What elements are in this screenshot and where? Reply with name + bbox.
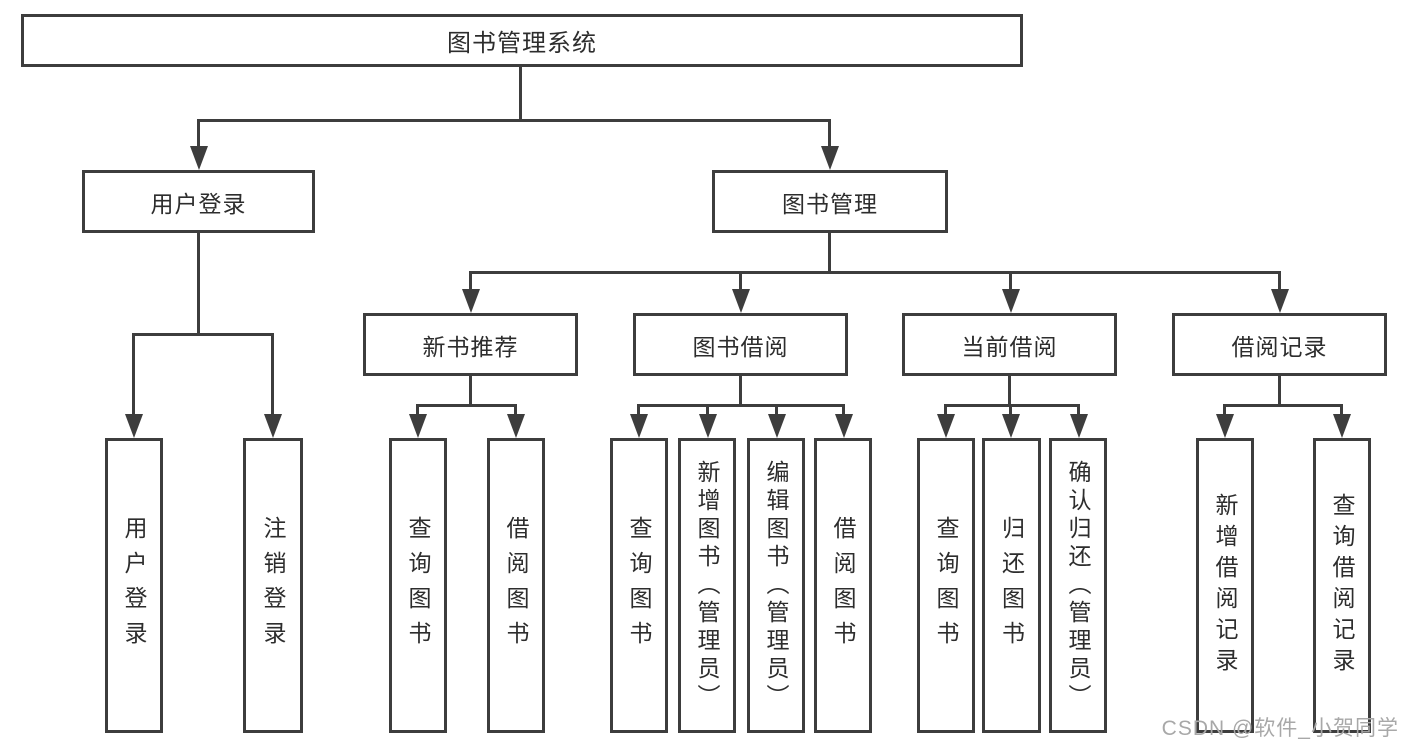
arrow-down-icon	[190, 146, 208, 170]
connector-stem	[637, 404, 640, 416]
arrow-down-icon	[768, 414, 786, 438]
watermark: CSDN @软件_小贺同学	[1161, 717, 1399, 740]
connector-root-stem	[519, 67, 522, 121]
connector-stem	[828, 119, 831, 147]
leaf-logout: 注销登录	[243, 438, 303, 733]
arrow-down-icon	[409, 414, 427, 438]
connector-stem	[842, 404, 845, 416]
connector-stem	[739, 271, 742, 289]
arrow-down-icon	[835, 414, 853, 438]
connector-stem	[1278, 271, 1281, 289]
connector-stem	[775, 404, 778, 416]
connector-stem	[1340, 404, 1343, 416]
leaf-query-borrow-record: 查询借阅记录	[1313, 438, 1371, 733]
leaf-query-books: 查询图书	[610, 438, 668, 733]
leaf-borrow-books: 借阅图书	[814, 438, 872, 733]
leaf-add-borrow-record: 新增借阅记录	[1196, 438, 1254, 733]
arrow-down-icon	[507, 414, 525, 438]
node-book-management: 图书管理	[712, 170, 948, 233]
arrow-down-icon	[821, 146, 839, 170]
arrow-down-icon	[1333, 414, 1351, 438]
connector-splitter	[1223, 404, 1343, 407]
connector-stem	[1009, 404, 1012, 416]
leaf-add-books-admin: 新增图书（管理员）	[678, 438, 736, 733]
node-library-management-system: 图书管理系统	[21, 14, 1023, 67]
arrow-down-icon	[699, 414, 717, 438]
connector-stem	[944, 404, 947, 416]
connector-stem	[1278, 376, 1281, 407]
connector-stem	[739, 376, 742, 407]
connector-stem	[1223, 404, 1226, 416]
connector-user-login-stem	[197, 233, 200, 336]
arrow-down-icon	[1216, 414, 1234, 438]
arrow-down-icon	[264, 414, 282, 438]
node-current-borrow: 当前借阅	[902, 313, 1117, 376]
connector-splitter	[944, 404, 1080, 407]
connector-stem	[469, 376, 472, 407]
arrow-down-icon	[1271, 289, 1289, 313]
connector-stem	[469, 271, 472, 289]
leaf-query-books: 查询图书	[917, 438, 975, 733]
leaf-borrow-books: 借阅图书	[487, 438, 545, 733]
node-user-login: 用户登录	[82, 170, 315, 233]
connector-stem	[132, 333, 135, 414]
leaf-return-books: 归还图书	[982, 438, 1041, 733]
connector-splitter	[416, 404, 517, 407]
arrow-down-icon	[1002, 414, 1020, 438]
connector-user-login-splitter	[132, 333, 274, 336]
connector-splitter	[637, 404, 845, 407]
leaf-user-login: 用户登录	[105, 438, 163, 733]
connector-stem	[197, 119, 200, 147]
connector-root-splitter	[197, 119, 831, 122]
arrow-down-icon	[1002, 289, 1020, 313]
connector-stem	[271, 333, 274, 414]
arrow-down-icon	[732, 289, 750, 313]
connector-stem	[706, 404, 709, 416]
arrow-down-icon	[125, 414, 143, 438]
node-borrow-records: 借阅记录	[1172, 313, 1387, 376]
leaf-query-books: 查询图书	[389, 438, 447, 733]
connector-stem	[1008, 376, 1011, 407]
arrow-down-icon	[630, 414, 648, 438]
arrow-down-icon	[937, 414, 955, 438]
connector-stem	[416, 404, 419, 416]
leaf-edit-books-admin: 编辑图书（管理员）	[747, 438, 805, 733]
connector-stem	[514, 404, 517, 416]
leaf-confirm-return-admin: 确认归还（管理员）	[1049, 438, 1107, 733]
node-book-borrow: 图书借阅	[633, 313, 848, 376]
arrow-down-icon	[462, 289, 480, 313]
connector-book-management-stem	[828, 233, 831, 274]
node-new-book-recommend: 新书推荐	[363, 313, 578, 376]
arrow-down-icon	[1070, 414, 1088, 438]
connector-stem	[1009, 271, 1012, 289]
connector-stem	[1077, 404, 1080, 416]
connector-level3-splitter	[469, 271, 1281, 274]
